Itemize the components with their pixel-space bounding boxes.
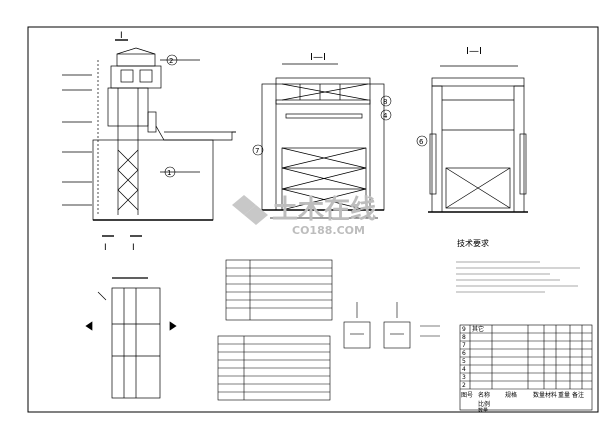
parts-row-no-3: 3	[462, 374, 466, 381]
parts-header-qty: 数量	[533, 391, 545, 399]
notes-lines	[456, 261, 580, 293]
watermark-subtext: CO188.COM	[292, 224, 365, 237]
callout-mid-top: 8	[383, 98, 387, 106]
parts-header-name: 名称	[478, 391, 490, 399]
middle-section-view	[261, 63, 385, 219]
callout-circle-left-top	[166, 54, 178, 66]
callout-left-mid: 1	[167, 169, 171, 177]
parts-header-weight: 重量	[558, 391, 570, 399]
parts-header-spec: 规格	[505, 391, 517, 399]
middle-view-title: I—I	[310, 52, 326, 63]
notes-title: 技术要求	[457, 238, 489, 248]
left-section-mark-bottom-1: I	[104, 243, 107, 253]
watermark-logo	[232, 195, 268, 225]
spec-table-upper	[225, 259, 333, 321]
callout-mid-second: 4	[383, 112, 388, 120]
callout-mid-left: 7	[255, 147, 259, 155]
parts-row-no-4: 4	[462, 366, 466, 373]
plan-view	[85, 277, 177, 399]
callout-left-top: 2	[169, 57, 173, 65]
sheet-border	[27, 26, 599, 413]
parts-header-no: 图号	[461, 392, 473, 399]
parts-header-material: 材料	[545, 391, 557, 399]
title-block-scale-label: 比例	[478, 400, 490, 408]
parts-row-no-7: 7	[462, 342, 466, 349]
callout-circle-mid-second	[380, 109, 392, 121]
parts-row-name-9: 其它	[472, 325, 484, 333]
parts-row-no-8: 8	[462, 334, 466, 341]
right-section-view	[428, 65, 528, 213]
left-elevation-view	[62, 39, 236, 237]
callout-circle-mid-top	[380, 95, 392, 107]
parts-row-no-6: 6	[462, 350, 466, 357]
left-section-mark-top: I	[120, 31, 123, 41]
parts-row-no-9: 9	[462, 326, 466, 333]
callout-circle-right-side	[416, 135, 428, 147]
parts-row-no-2: 2	[462, 382, 466, 389]
right-view-title: I—I	[466, 46, 482, 57]
left-section-mark-bottom-2: I	[132, 243, 135, 253]
parts-header-remark: 备注	[572, 391, 584, 399]
callout-circle-left-mid	[164, 166, 176, 178]
spec-table-lower	[217, 335, 331, 401]
watermark-text: 土木在线	[272, 195, 376, 225]
parts-table-grid	[459, 324, 593, 411]
detail-view	[343, 302, 440, 349]
callout-right-side: 6	[419, 138, 424, 146]
title-block-qty-label: 数量	[478, 407, 488, 414]
callout-circle-mid-left	[252, 144, 264, 156]
parts-row-no-5: 5	[462, 358, 466, 365]
